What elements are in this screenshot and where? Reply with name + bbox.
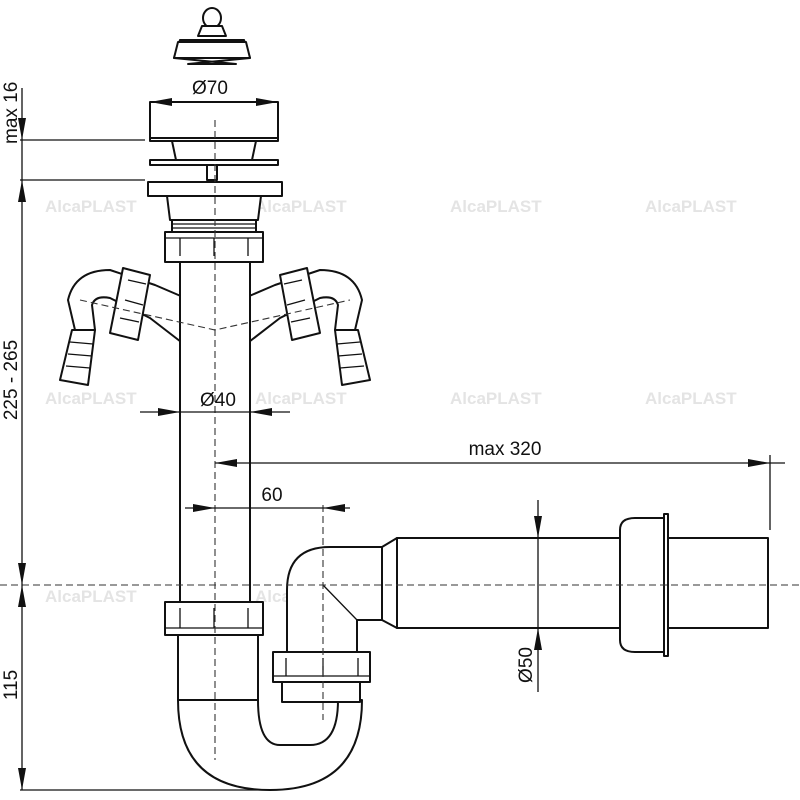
watermark: AlcaPLAST xyxy=(645,389,737,408)
dimension-labels: Ø70 max 16 225 - 265 115 Ø40 max 320 60 … xyxy=(1,78,541,700)
watermark: AlcaPLAST xyxy=(450,197,542,216)
watermark: AlcaPLAST xyxy=(45,587,137,606)
watermark: AlcaPLAST xyxy=(45,197,137,216)
watermark: AlcaPLAST xyxy=(45,389,137,408)
stopper xyxy=(173,7,251,65)
dimension-lines xyxy=(18,88,785,791)
dim-stopper-diameter: Ø70 xyxy=(192,78,228,99)
watermark: AlcaPLAST xyxy=(255,197,347,216)
watermark: AlcaPLAST xyxy=(450,389,542,408)
center-lines xyxy=(0,120,800,760)
outlet-pipe xyxy=(381,513,769,657)
dim-pipe-diameter: Ø40 xyxy=(200,390,236,411)
dim-total-height: 225 - 265 xyxy=(1,340,22,420)
dim-offset: 60 xyxy=(261,485,282,506)
dim-max-length: max 320 xyxy=(469,439,542,460)
dim-outlet-diameter: Ø50 xyxy=(516,647,537,683)
dim-adjust-height: max 16 xyxy=(1,82,22,144)
right-inlet xyxy=(239,267,371,386)
watermark: AlcaPLAST xyxy=(645,197,737,216)
trap xyxy=(164,546,383,791)
left-inlet xyxy=(59,267,191,386)
dim-trap-height: 115 xyxy=(1,670,22,700)
strainer xyxy=(147,101,283,263)
watermark: AlcaPLAST xyxy=(255,389,347,408)
